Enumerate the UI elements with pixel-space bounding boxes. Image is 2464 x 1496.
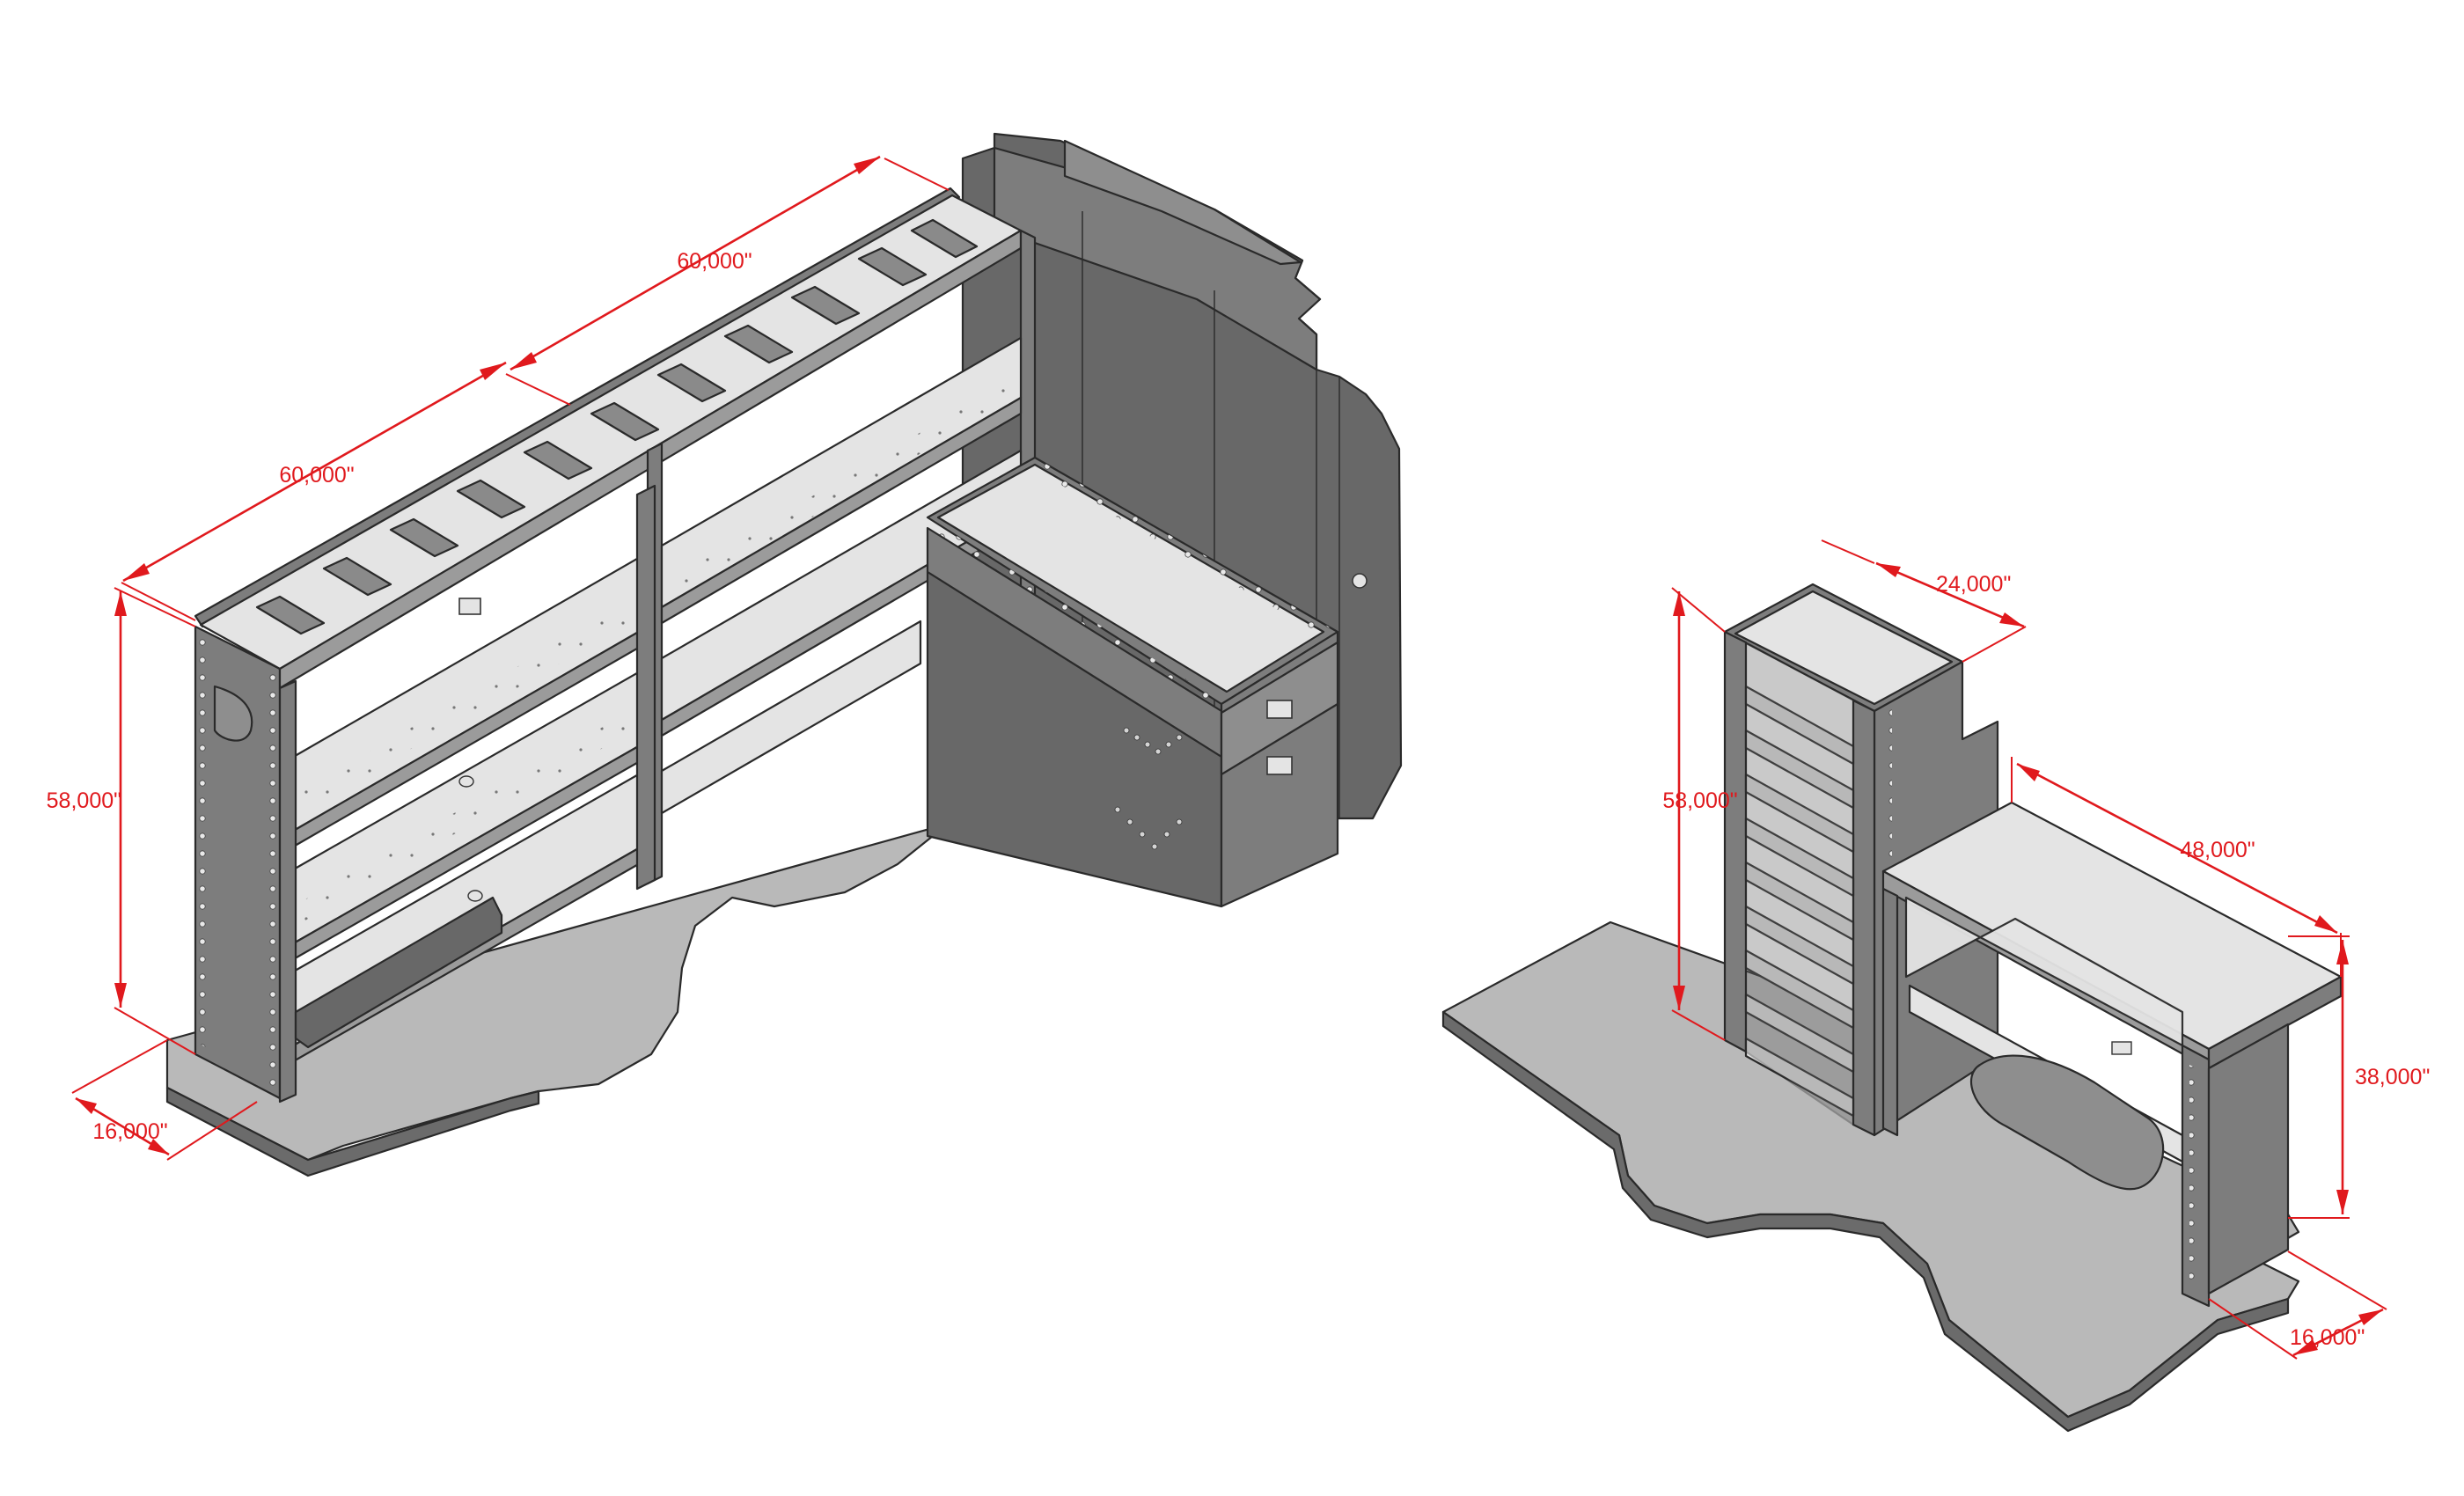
vent-holes — [1114, 727, 1183, 850]
dim-upper-width: 60,000" — [677, 249, 752, 274]
left-assembly: 60,000" 60,000" 58,000" 16,000" — [47, 132, 1403, 1177]
dim-depth: 16,000" — [92, 1119, 167, 1144]
right-tall-unit — [1723, 583, 1999, 1137]
dim-bench-height: 38,000" — [2355, 1065, 2430, 1089]
right-bench-unit — [1881, 801, 2343, 1308]
dim-lower-width: 60,000" — [279, 463, 354, 488]
dim-bench-width: 48,000" — [2180, 838, 2255, 862]
dim-bench-depth: 16,000" — [2290, 1325, 2365, 1350]
tall-unit-shelves — [1744, 685, 1855, 1118]
dim-height: 58,000" — [47, 788, 121, 813]
right-assembly: 24,000" 58,000" 48,000" 38,000" — [1441, 539, 2430, 1433]
left-shelf-unit-1 — [194, 187, 1037, 1104]
left-dimensions: 60,000" 60,000" 58,000" 16,000" — [47, 155, 950, 1161]
drawer-cabinet — [926, 456, 1339, 908]
dim-tall-width: 24,000" — [1936, 572, 2011, 597]
right-dimensions: 24,000" 58,000" 48,000" 38,000" — [1662, 539, 2430, 1360]
left-top-shelf-dividers — [255, 218, 979, 635]
dim-tall-height: 58,000" — [1662, 788, 1737, 813]
